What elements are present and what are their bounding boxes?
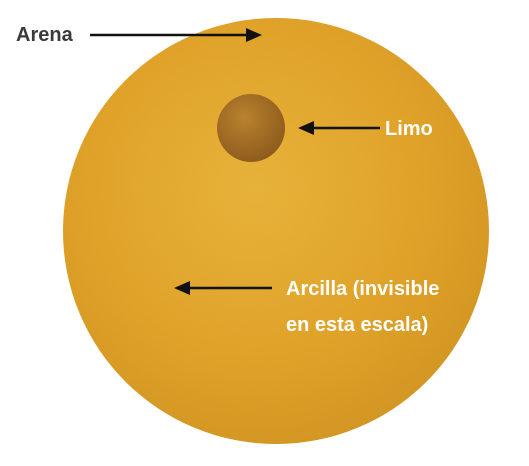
silt-label: Limo [385,118,433,140]
clay-label-line1: Arcilla (invisible [286,278,439,300]
sand-particle [60,15,492,447]
clay-label-line2: en esta escala) [286,314,428,336]
sand-label: Arena [16,24,74,46]
silt-particle [217,94,285,162]
